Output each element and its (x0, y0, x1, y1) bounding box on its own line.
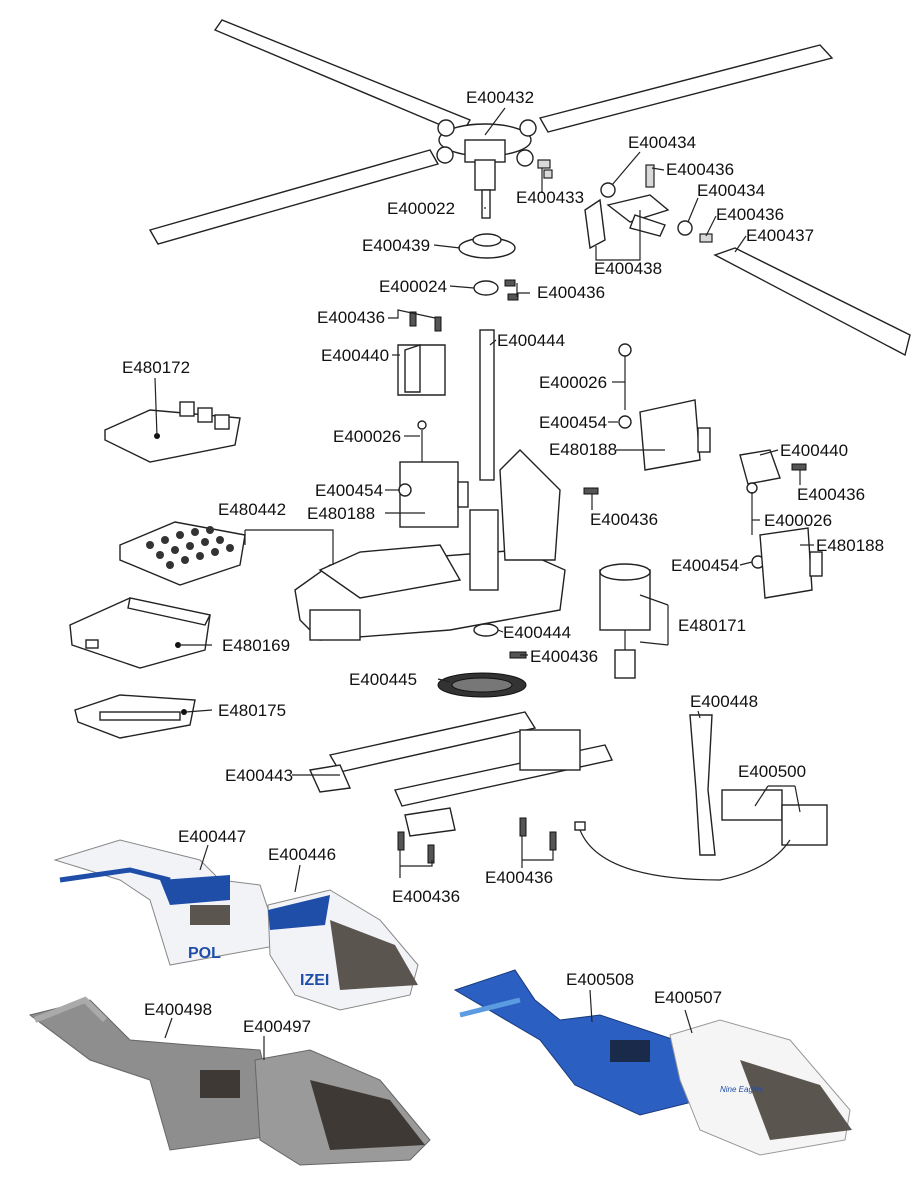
label-tail-screw-b: E400436 (716, 205, 784, 224)
canopy-police (267, 889, 419, 1011)
shaft-collar (473, 280, 499, 296)
battery (69, 597, 212, 669)
servo-bracket-screws (409, 311, 442, 332)
label-battery: E480169 (222, 636, 290, 655)
label-frame-screws: E400436 (590, 510, 658, 529)
label-ball-link-center: E400454 (539, 413, 607, 432)
police-lettering-2: IZEI (300, 972, 329, 989)
label-main-shaft: E400022 (387, 199, 455, 218)
label-battery-tray: E480442 (218, 500, 286, 519)
label-receiver-board: E480172 (122, 358, 190, 377)
main-shaft (481, 189, 491, 219)
label-landing-gear: E400443 (225, 766, 293, 785)
label-tail-screw-a: E400436 (666, 160, 734, 179)
label-servo-left: E480188 (307, 504, 375, 523)
pushrod-right (746, 482, 758, 535)
label-canopy-white: E400507 (654, 988, 722, 1007)
label-swashplate: E400439 (362, 236, 430, 255)
label-tail-bearing-b: E400434 (697, 181, 765, 200)
main-gear (437, 672, 527, 698)
label-pushrod-left: E400026 (333, 427, 401, 446)
tail-motor (574, 789, 828, 881)
label-servo-right: E480188 (816, 536, 884, 555)
label-servo-center: E480188 (549, 440, 617, 459)
blade-grip-screw-set (537, 159, 553, 179)
motor (599, 563, 651, 679)
collar-screws (504, 279, 519, 301)
tail-blade (713, 247, 911, 357)
label-tail-bearing-a: E400434 (628, 133, 696, 152)
ball-link-center (618, 415, 632, 429)
part-labels: E400432 E400433 E400434 E400436 E400434 … (122, 88, 884, 1036)
label-gear-screws: E400436 (530, 647, 598, 666)
brand-text: Nine Eagles (720, 1085, 763, 1094)
tail-bearing-b (677, 220, 693, 236)
police-lettering: POL (188, 945, 221, 962)
label-skid-screws-right: E400436 (485, 868, 553, 887)
label-canopy-grey: E400497 (243, 1017, 311, 1036)
leader-lines (154, 107, 814, 1060)
label-collar-screws: E400436 (537, 283, 605, 302)
tail-screw-b (699, 233, 713, 243)
label-tail-pitch-assembly: E400438 (594, 259, 662, 278)
label-tail-boom: E400448 (690, 692, 758, 711)
tail-bearing-a (600, 182, 616, 198)
label-body-blue-rear: E400508 (566, 970, 634, 989)
label-ball-link-left: E400454 (315, 481, 383, 500)
label-body-police-rear: E400447 (178, 827, 246, 846)
label-servo-bracket-right: E400440 (780, 441, 848, 460)
canopy-white (669, 1019, 852, 1156)
main-rotor-head (436, 119, 537, 191)
swashplate (458, 233, 516, 259)
right-bracket-screws (791, 463, 807, 471)
pushrod-left (417, 420, 427, 462)
label-bearing: E400444 (503, 623, 571, 642)
skid-screws-left (397, 831, 435, 864)
servo-left (399, 461, 469, 528)
label-canopy-police: E400446 (268, 845, 336, 864)
skid-screws-right (519, 817, 557, 851)
battery-tray (119, 521, 246, 586)
label-main-shaft-tube: E400444 (497, 331, 565, 350)
label-body-grey-rear: E400498 (144, 1000, 212, 1019)
main-frame (294, 449, 566, 641)
label-right-bracket-screws: E400436 (797, 485, 865, 504)
main-rotor-blades (148, 19, 834, 245)
body-grey-rear (28, 996, 281, 1151)
label-skid-screws-left: E400436 (392, 887, 460, 906)
label-motor: E480171 (678, 616, 746, 635)
tail-boom (689, 714, 716, 856)
tail-pitch-assembly (584, 194, 670, 250)
tail-screw-a (645, 164, 655, 188)
label-blade-grip-screw-set: E400433 (516, 188, 584, 207)
label-main-gear: E400445 (349, 670, 417, 689)
label-tail-blade: E400437 (746, 226, 814, 245)
label-pushrod-right: E400026 (764, 511, 832, 530)
receiver-board (104, 401, 241, 463)
label-esc: E480175 (218, 701, 286, 720)
esc (74, 694, 196, 739)
landing-gear (308, 711, 614, 837)
servo-center (639, 399, 711, 471)
servo-right (759, 527, 823, 599)
body-police-rear (53, 839, 281, 966)
label-servo-bracket-screws: E400436 (317, 308, 385, 327)
servo-bracket-right (739, 449, 781, 485)
servo-bracket-left (397, 344, 446, 396)
frame-screws (583, 487, 599, 495)
label-pushrod-center: E400026 (539, 373, 607, 392)
label-ball-link-right: E400454 (671, 556, 739, 575)
label-main-rotor-head: E400432 (466, 88, 534, 107)
bearing (473, 623, 499, 637)
pushrod-center (618, 343, 632, 410)
label-shaft-collar: E400024 (379, 277, 447, 296)
label-servo-bracket-left: E400440 (321, 346, 389, 365)
main-shaft-tube (479, 329, 495, 481)
ball-link-left (398, 483, 412, 497)
body-blue-rear (453, 969, 701, 1116)
label-tail-motor: E400500 (738, 762, 806, 781)
canopy-grey (254, 1049, 431, 1166)
